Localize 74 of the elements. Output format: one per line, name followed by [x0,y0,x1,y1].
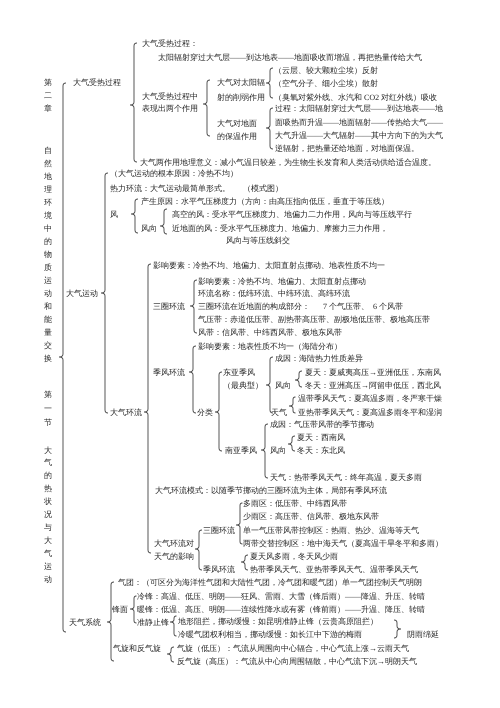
note-text: 成因：气压带风带的季节挪动 [270,418,374,430]
topic-label: 大气环流 [110,406,142,418]
note-text: 成因：海陆热力性质差异 [275,352,363,364]
note-text: 风带：信风带、中纬西风带、极地东风带 [198,326,342,338]
topic-label: 季风环流 [153,366,185,378]
note-text: 天气：热带季风天气：终年高温，夏天多雨 [270,472,422,484]
note-text: 两带交替控制区：地中海天气（夏高温干旱冬平和多雨） [243,538,443,550]
note-text: 阴雨绵延 [407,628,439,640]
note-text: 夏天：夏威夷高压→亚洲低压，东南风 [305,366,441,378]
topic-label: 大气对太阳辐射的削弱作用 [217,76,266,104]
note-text: 单一气压带风带控制区：热雨、热沙、温海等天气 [243,524,419,536]
note-text: （云层、较大颗粒尘埃）反射 [274,64,378,76]
topic-label: 风 [110,208,118,220]
note-text: 风向与等压线斜交 [226,234,290,246]
topic-label: 大气运动 [66,288,98,300]
note-text: 过程：太阳辐射穿过大气层——到达地表——地面吸热而升温——地面辐射——传热给大气——大气升温——大气辐射——其中方向下的为大气逆辐射，把热量还给地面，对地面保温。 [275,103,444,156]
topic-label: 三圈环流 [203,524,235,536]
note-text: 影响要素：冷热不均、地偏力、太阳直射点挪动 [198,276,366,288]
topic-label: 大气环流对天气的影响 [154,538,194,562]
note-text: 热力环流：大气运动最简单形式。 [110,182,230,194]
topic-label: 天气 [271,406,287,418]
note-text: 太阳辐射穿过大气层——到达地表——地面吸收而增温，再把热量传给大气 [158,52,422,64]
note-text: 影响要素：地表性质不均一（海陆分布） [198,340,342,352]
note-text: 7 个气压带、 [323,300,369,312]
topic-label: 大气受热过程 [73,76,121,88]
note-text: （臭氧对紫外线、水汽和 CO2 对红外线）吸收 [274,92,438,104]
vertical-heading: 第一节 [44,389,52,429]
note-text: 近地面的风：受水平气压梯度力、地偏力、摩擦力三力作用， [172,222,388,234]
topic-label: 三圈环流 [153,300,185,312]
note-text: 暖锋：低温、高压、明朗——连续性降水或有雾（锋前雨）——升温、降压、转晴 [137,604,425,616]
topic-label: 南亚季风 [225,444,257,456]
note-text: 大气环流模式：以随季节挪动的三圈环流为主体，局部有季风环流 [155,484,387,496]
topic-label: 大气对地面的保温作用 [217,118,258,142]
note-text: 冬天：亚洲高压→阿留申低压，西北风 [305,380,441,392]
note-text: 夏天风多雨，冬天风少雨 [250,550,338,562]
note-text: 冬天：东北风 [297,444,345,456]
topic-label: 天气系统 [69,616,101,628]
note-text: 大气受热过程： [142,38,198,50]
note-text: 大气两作用地理意义：减小气温日较差，为生物生长发育和人类活动供给适合温度。 [140,156,436,168]
note-text: 少雨区：高压带、信风带、极地东风带 [243,510,379,522]
topic-label: 大气受热过程中表现出两个作用 [142,91,198,115]
note-text: 夏天：西南风 [297,432,345,444]
topic-label: 锋面 [112,604,128,616]
note-text: 产生原因：水平气压梯度力（方向：由高压指向低压，垂直于等压线） [141,196,389,208]
note-text: （大气运动的根本原因：冷热不均） [110,168,238,180]
note-text: 多雨区：低压带、中纬西风带 [243,498,347,510]
vertical-heading: 自然地理环境中的物质运动和能量交换 [44,144,52,364]
note-text: 气压带：赤道低压带、副热带高压带、副极地低压带、极地高压带 [198,314,430,326]
note-text: 反气旋（高压）：气流从中心向周围辐散，中心气流下沉→明朗天气 [177,656,417,668]
note-text: 冷暖气团权利相当，挪动缓慢：如长江中下游的梅雨 [178,628,362,640]
note-text: 冷锋：高温、低压、明朗——狂风、雷雨、大雪（锋后雨）——降温、升压、转晴 [137,590,425,602]
note-text: 环流名称：低纬环流、中纬环流、高纬环流 [198,288,350,300]
topic-label: 分类 [197,406,213,418]
note-text: 热带季风天气、亚热带季风天气、温带季风天气 [250,564,418,576]
note-text: 影响要素：冷热不均、地偏力、太阳直射点挪动、地表性质不均一 [153,260,385,272]
note-text: 地形阻拦，挪动缓慢：如昆明准静止锋（云贵高原阻拦） [178,616,378,628]
note-text: 温带季风天气：夏高温多雨，冬严寒干燥 [298,392,442,404]
topic-label: 东亚季风（最典型） [223,366,264,392]
note-text: 亚热带季风天气：夏高温多雨冬平和湿润 [298,406,442,418]
note-text: （空气分子、细小尘埃）散射 [274,78,378,90]
topic-label: 风向 [270,444,286,456]
topic-label: 风向 [275,380,291,392]
vertical-heading: 第二章 [44,76,52,114]
note-text: 高空的风：受水平气压梯度力、地偏力二力作用，风向与等压线平行 [172,208,412,220]
topic-label: 季风环流 [203,564,235,576]
vertical-heading: 大气的热状况与大气运动 [44,444,52,586]
topic-label: 气旋和反气旋 [113,642,161,654]
note-text: （模式图） [243,182,283,194]
note-text: 三圈环流在近地面的构成部分： [198,300,310,312]
topic-label: 风向 [141,222,157,234]
note-text: 气团：（可区分为海洋性气团和大陆性气团，冷气团和暖气团）单一气团控制天气明朗 [118,576,422,588]
note-text: 6 个风带 [373,300,403,312]
note-text: 气旋（低压）：气流从周围向中心辐合，中心气流上涨→云雨天气 [177,642,409,654]
topic-label: 准静止锋 [137,616,169,628]
